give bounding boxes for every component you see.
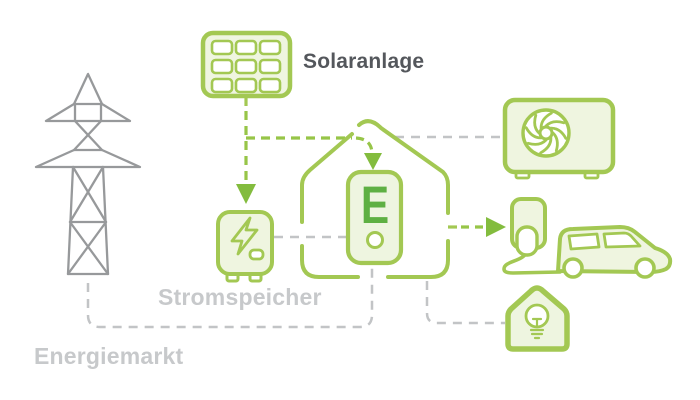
house-outline-icon bbox=[300, 119, 450, 279]
house-to-bulb-dashed-line bbox=[425, 281, 505, 325]
lightning-bolt-icon bbox=[230, 216, 259, 256]
market-to-manager-dashed-line bbox=[86, 268, 374, 329]
heat-pump-fan-icon bbox=[502, 97, 616, 180]
car-rear-window bbox=[567, 232, 601, 251]
label-energiemarkt: Energiemarkt bbox=[34, 343, 184, 369]
solar-panel-icon bbox=[200, 30, 293, 99]
device-button bbox=[366, 231, 384, 249]
solar-to-storage-arrowhead bbox=[236, 184, 256, 204]
house-to-charger-arrowhead bbox=[486, 217, 506, 237]
charging-plug bbox=[515, 225, 539, 257]
solar-flow-lines bbox=[236, 96, 506, 237]
car-front-wheel bbox=[634, 257, 656, 279]
car-icon bbox=[556, 225, 673, 279]
battery-storage-icon bbox=[216, 210, 274, 283]
label-stromspeicher: Stromspeicher bbox=[158, 284, 322, 310]
wallbox-charger-icon bbox=[502, 197, 562, 275]
e-logo-device-icon bbox=[345, 169, 404, 266]
label-solaranlage: Solaranlage bbox=[303, 50, 425, 73]
house-entry-dashed bbox=[355, 136, 374, 155]
energy-manager-logo-letter: E bbox=[360, 176, 390, 235]
lightbulb-house-icon bbox=[505, 285, 570, 352]
car-front-window bbox=[602, 231, 642, 249]
transmission-tower-icon bbox=[34, 72, 142, 276]
lightbulb-icon bbox=[524, 303, 550, 340]
charging-cable bbox=[502, 247, 562, 275]
fan-icon bbox=[521, 108, 571, 158]
battery-led bbox=[248, 248, 265, 261]
car-rear-wheel bbox=[562, 257, 584, 279]
house-entry-arrowhead bbox=[364, 153, 382, 170]
